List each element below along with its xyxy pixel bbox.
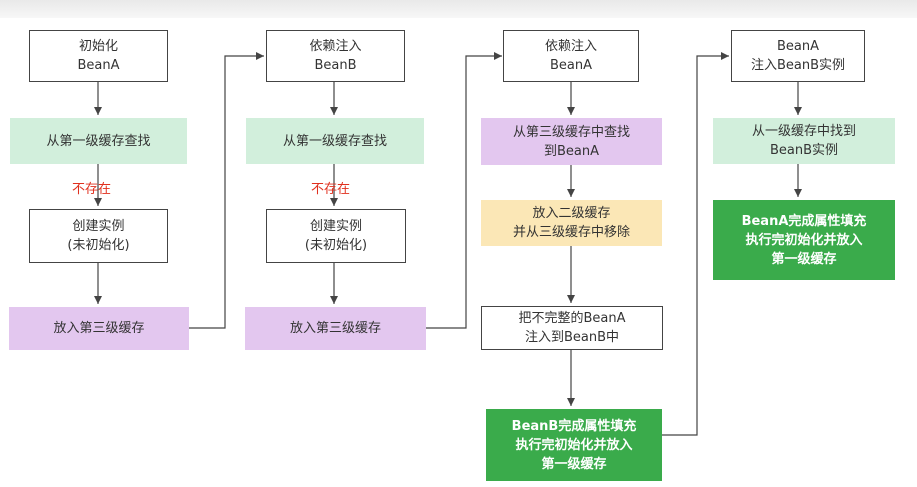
beana-complete-line2: 执行完初始化并放入 xyxy=(745,232,863,248)
init-beana-box: 初始化 BeanA xyxy=(29,30,168,82)
put-l2-line1: 放入二级缓存 xyxy=(532,206,611,221)
beana-inject-line2: 注入BeanB实例 xyxy=(750,58,846,73)
beana-complete-box: BeanA完成属性填充 执行完初始化并放入 第一级缓存 xyxy=(713,200,895,280)
find-l3-line1: 从第三级缓存中查找 xyxy=(512,124,630,140)
lookup-l1-box-col2: 从第一级缓存查找 xyxy=(246,118,424,164)
window-top-bar xyxy=(0,0,917,18)
find-l1-box: 从一级缓存中找到 BeanB实例 xyxy=(713,118,895,164)
beanb-complete-box: BeanB完成属性填充 执行完初始化并放入 第一级缓存 xyxy=(486,409,662,481)
init-beana-line1: 初始化 xyxy=(78,39,118,54)
create-instance-box-col2: 创建实例 (未初始化) xyxy=(266,209,406,263)
beanb-complete-line2: 执行完初始化并放入 xyxy=(515,437,633,453)
put-l2-box: 放入二级缓存 并从三级缓存中移除 xyxy=(481,200,662,246)
find-l1-line2: BeanB实例 xyxy=(769,143,839,158)
inject-beanb-box: 依赖注入 BeanB xyxy=(266,30,405,82)
beana-inject-beanb-box: BeanA 注入BeanB实例 xyxy=(731,30,865,82)
lookup-l1-box-col1: 从第一级缓存查找 xyxy=(10,118,187,164)
lookup-l1-label-col2: 从第一级缓存查找 xyxy=(282,133,387,149)
arrow-col3-to-col4 xyxy=(662,52,729,436)
put-l3-label-col2: 放入第三级缓存 xyxy=(289,321,381,336)
inject-beanb-line1: 依赖注入 xyxy=(309,39,362,54)
put-l3-label-col1: 放入第三级缓存 xyxy=(53,321,145,336)
beana-inject-line1: BeanA xyxy=(776,39,819,54)
put-l3-box-col2: 放入第三级缓存 xyxy=(245,307,426,350)
inject-beana-line1: 依赖注入 xyxy=(544,39,597,54)
inject-incomplete-beana-box: 把不完整的BeanA 注入到BeanB中 xyxy=(481,306,663,350)
put-l2-line2: 并从三级缓存中移除 xyxy=(512,225,630,240)
inject-beana-line2: BeanA xyxy=(549,58,592,73)
beana-complete-line1: BeanA完成属性填充 xyxy=(741,213,867,229)
inject-incomplete-line1: 把不完整的BeanA xyxy=(518,311,626,326)
find-l3-box: 从第三级缓存中查找 到BeanA xyxy=(481,118,662,165)
lookup-l1-label-col1: 从第一级缓存查找 xyxy=(46,133,151,149)
find-l1-line1: 从一级缓存中找到 xyxy=(751,124,856,139)
create-instance-line2-col2: (未初始化) xyxy=(304,238,368,253)
put-l3-box-col1: 放入第三级缓存 xyxy=(9,307,189,350)
inject-beanb-line2: BeanB xyxy=(314,58,357,73)
not-exist-label-col2: 不存在 xyxy=(311,182,351,197)
not-exist-label-col1: 不存在 xyxy=(72,182,112,197)
create-instance-box-col1: 创建实例 (未初始化) xyxy=(29,209,168,263)
create-instance-line2-col1: (未初始化) xyxy=(67,238,130,253)
beanb-complete-line1: BeanB完成属性填充 xyxy=(511,418,637,434)
beana-complete-line3: 第一级缓存 xyxy=(771,251,837,267)
find-l3-line2: 到BeanA xyxy=(543,143,599,159)
init-beana-line2: BeanA xyxy=(77,58,120,73)
create-instance-line1-col1: 创建实例 xyxy=(72,219,125,234)
create-instance-line1-col2: 创建实例 xyxy=(309,219,362,234)
inject-incomplete-line2: 注入到BeanB中 xyxy=(524,330,620,345)
arrow-col2-to-col3 xyxy=(426,52,502,329)
beanb-complete-line3: 第一级缓存 xyxy=(541,456,607,472)
arrow-col1-to-col2 xyxy=(189,52,264,329)
inject-beana-box: 依赖注入 BeanA xyxy=(503,30,639,82)
